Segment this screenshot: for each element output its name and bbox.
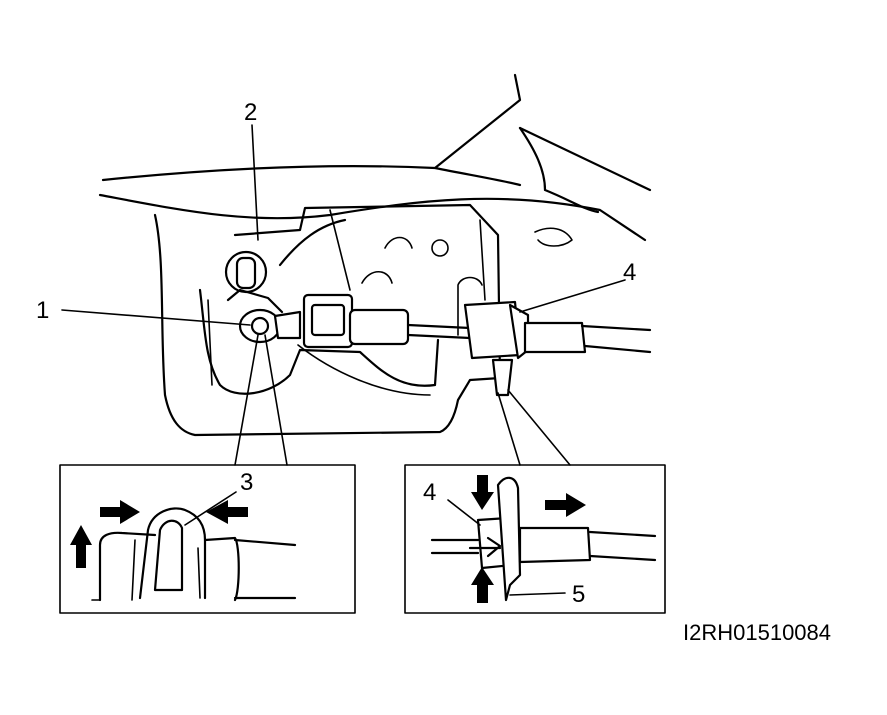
cable-outer-upper — [580, 324, 652, 332]
callout-3: 3 — [240, 469, 253, 496]
hole-upper-left — [384, 236, 413, 249]
housing-bracket — [153, 203, 502, 437]
figure-code: I2RH01510084 — [683, 620, 831, 645]
part-4-retainer-main — [463, 300, 530, 397]
clip-body-left — [98, 531, 157, 602]
clip-slot — [153, 519, 184, 592]
part-2-lever — [224, 218, 347, 314]
floor-panel-outline — [101, 73, 652, 192]
part-1-clip-joint — [238, 308, 302, 344]
body-top-edge — [98, 193, 647, 242]
callout-2: 2 — [244, 99, 257, 126]
retainer-sleeve — [518, 526, 592, 564]
arrow-left-icon — [206, 500, 248, 524]
callout-4-detail: 4 — [423, 479, 436, 506]
detail-box-clip — [59, 464, 356, 614]
cable-rod-lower — [406, 333, 472, 340]
arrow-down-icon — [471, 475, 494, 510]
detail-box-retainer — [404, 464, 666, 614]
housing-inner-wall — [198, 288, 440, 395]
hand-grip-detail — [534, 227, 573, 247]
arrow-up-icon — [70, 525, 92, 568]
cable-outer-sleeve — [523, 321, 587, 354]
callout-5: 5 — [572, 581, 585, 608]
callout-leaders — [61, 124, 626, 466]
rear-panel-edge — [518, 126, 600, 214]
hole-upper-right — [431, 239, 449, 257]
callout-4-main: 4 — [623, 259, 636, 286]
arrow-right-icon-detail — [545, 493, 586, 517]
clip-body-right — [203, 536, 297, 602]
clip-prong — [138, 507, 207, 600]
hole-lower — [361, 270, 393, 284]
cable-outer-lower — [583, 344, 652, 354]
housing-web — [329, 209, 486, 301]
arrow-right-icon — [100, 500, 140, 524]
housing-inner-curve — [207, 299, 431, 396]
callout-1: 1 — [36, 297, 49, 324]
cable-rod — [406, 323, 472, 330]
arrow-up-icon-detail — [471, 567, 494, 603]
cable-adjuster-block — [302, 293, 410, 349]
main-assembly-view — [98, 73, 652, 437]
